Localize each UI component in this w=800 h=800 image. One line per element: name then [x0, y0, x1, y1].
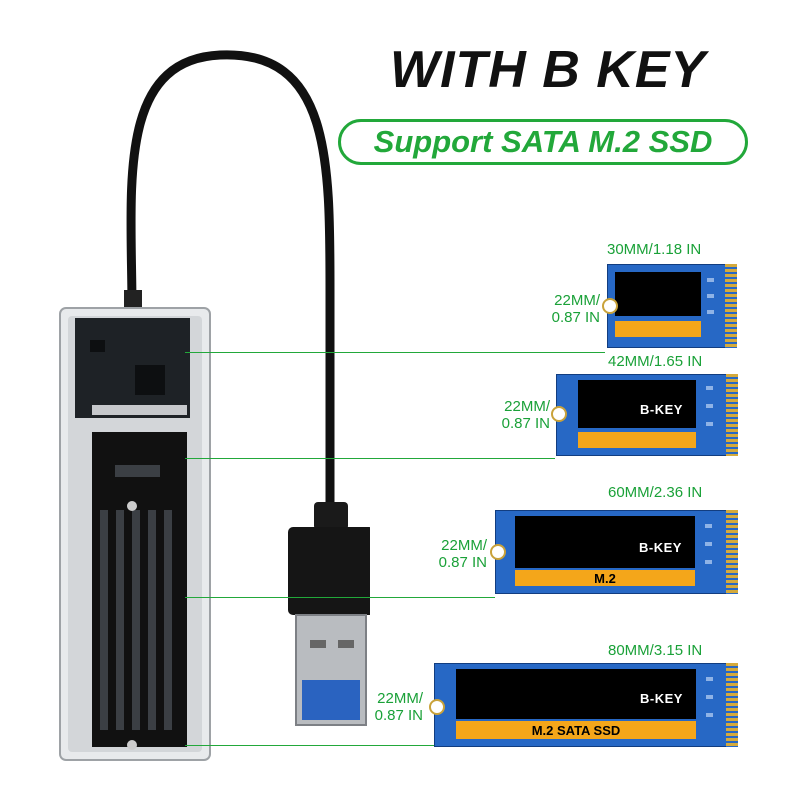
ssd-60mm-length-label: 60MM/2.36 IN [608, 484, 703, 501]
ssd-80mm-band-label: M.2 SATA SSD [456, 721, 696, 739]
leader-line-80mm [185, 745, 435, 746]
ssd-30mm-length-label: 30MM/1.18 IN [607, 241, 702, 258]
ssd-42mm-length-label: 42MM/1.65 IN [608, 353, 703, 370]
ssd-60mm-band-label: M.2 [515, 570, 695, 586]
ssd-60mm-key-label: B-KEY [639, 540, 682, 555]
ssd-80mm-length-label: 80MM/3.15 IN [608, 642, 703, 659]
enclosure-illustration [59, 50, 370, 761]
ssd-card-80mm: B-KEY M.2 SATA SSD [429, 663, 738, 747]
ssd-card-60mm: B-KEY M.2 [490, 510, 738, 594]
leader-line-42mm [185, 458, 555, 459]
leader-line-60mm [185, 597, 495, 598]
leader-line-30mm [185, 352, 605, 353]
usb-plug [288, 502, 370, 726]
usb-cable [126, 50, 335, 515]
ssd-30mm-width-label: 22MM/ 0.87 IN [551, 292, 600, 326]
ssd-42mm-width-label: 22MM/ 0.87 IN [501, 398, 550, 432]
ssd-80mm-key-label: B-KEY [640, 691, 683, 706]
ssd-card-30mm [602, 264, 737, 348]
ssd-60mm-width-label: 22MM/ 0.87 IN [438, 537, 487, 571]
support-pill: Support SATA M.2 SSD [338, 119, 748, 165]
ssd-42mm-key-label: B-KEY [640, 402, 683, 417]
ssd-card-42mm: B-KEY [551, 374, 738, 456]
enclosure-case [59, 307, 211, 761]
support-pill-label: Support SATA M.2 SSD [373, 124, 713, 159]
headline-title: WITH B KEY [390, 41, 707, 99]
ssd-80mm-width-label: 22MM/ 0.87 IN [374, 690, 423, 724]
